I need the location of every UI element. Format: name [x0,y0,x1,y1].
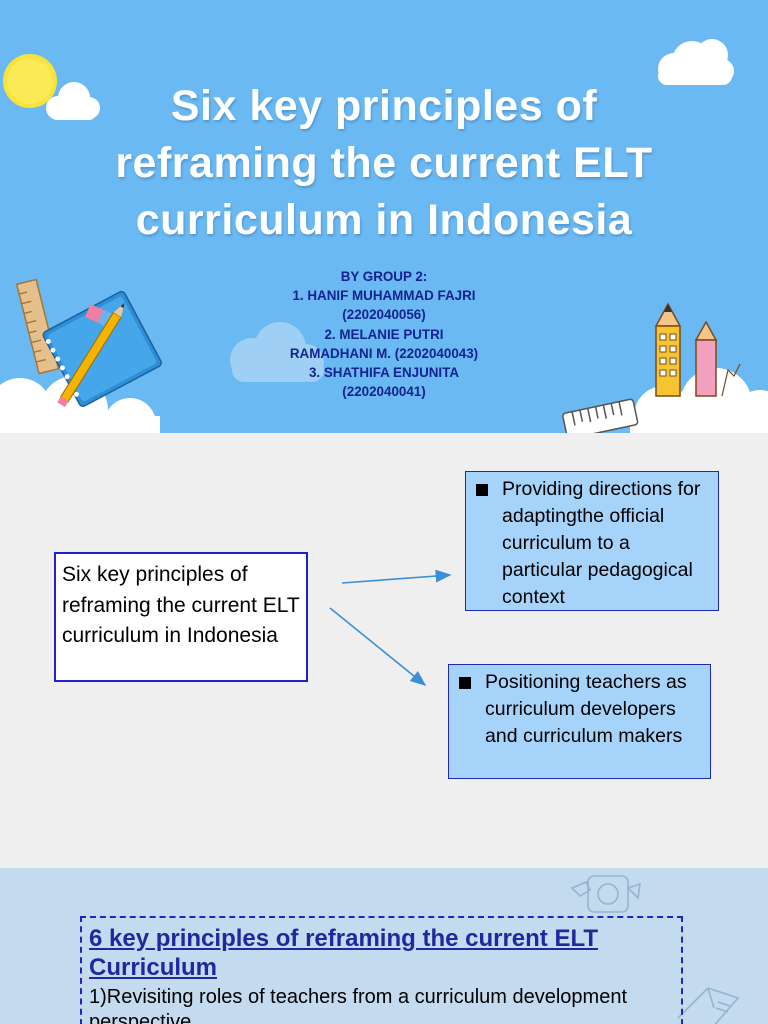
sun-icon [3,54,57,108]
square-bullet-icon [476,484,488,496]
principles-content-box: 6 key principles of reframing the curren… [80,916,683,1024]
arrow-to-box-a [341,569,452,584]
main-topic-box: Six key principles of reframing the curr… [54,552,308,682]
byline-line: 1. HANIF MUHAMMAD FAJRI [292,288,476,304]
title-slide: Six key principles of reframing the curr… [0,0,768,433]
pencil-tower-icon [654,302,741,397]
byline-line: RAMADHANI M. (2202040043) [289,345,479,361]
principle-text: Positioning teachers as curriculum devel… [485,671,687,747]
title-line: curriculum in Indonesia [135,196,633,244]
byline-line: (2202040041) [342,384,426,400]
main-topic-text: Six key principles of reframing the curr… [62,563,300,647]
cloud-icon [230,322,324,382]
slide-title: Six key principles of reframing the curr… [70,78,698,249]
title-line: Six key principles of [170,82,598,130]
byline-line: (2202040056) [342,307,426,323]
byline-line: 2. MELANIE PUTRI [324,326,444,342]
ruler-icon [562,398,639,433]
stationery-illustration [15,278,162,408]
clock-doodle-icon [570,875,641,913]
principles-slide: 6 key principles of reframing the curren… [0,868,768,1024]
principle-text: Providing directions for adaptingthe off… [502,478,701,608]
principles-heading: 6 key principles of reframing the curren… [89,925,599,981]
square-bullet-icon [459,677,471,689]
byline-line: 3. SHATHIFA ENJUNITA [308,365,460,381]
book-doodle-icon [677,987,740,1024]
principle-box-b: Positioning teachers as curriculum devel… [448,664,711,779]
diagram-slide: Six key principles of reframing the curr… [0,433,768,868]
group-byline: BY GROUP 2: 1. HANIF MUHAMMAD FAJRI (220… [234,267,534,401]
principle-box-a: Providing directions for adaptingthe off… [465,471,719,611]
cloud-icon [46,82,100,120]
byline-line: BY GROUP 2: [340,269,428,284]
connector-arrows [329,569,452,687]
cloud-icon [658,39,734,85]
title-line: reframing the current ELT [115,139,653,187]
principle-item: 1)Revisiting roles of teachers from a cu… [89,986,627,1024]
arrow-to-box-b [329,607,427,687]
